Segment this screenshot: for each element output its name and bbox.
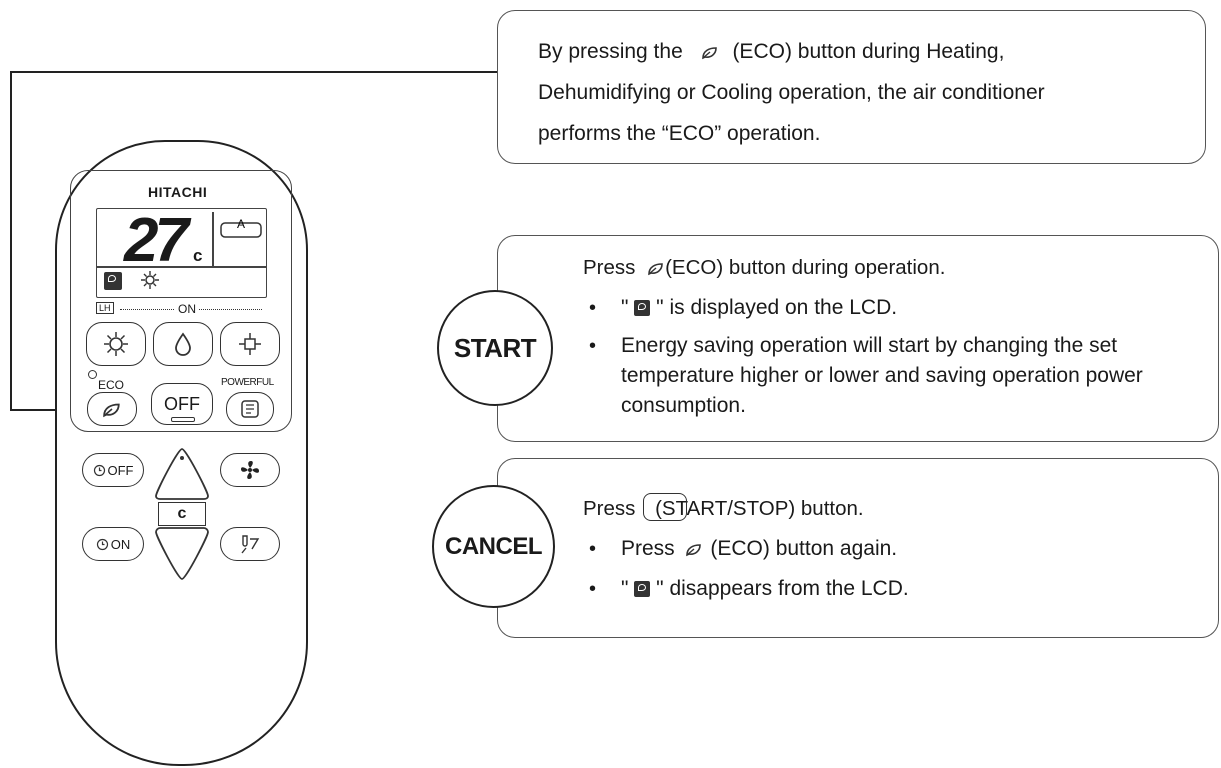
intro-line-3: performs the “ECO” operation.: [538, 122, 821, 145]
cool-mode-button[interactable]: [220, 322, 280, 366]
on-timer-label: ON: [110, 536, 131, 552]
start-title: Press (ECO) button during operation.: [583, 256, 945, 280]
intro-text-before: By pressing the: [538, 40, 683, 63]
powerful-icon: [241, 400, 259, 418]
lcd-sun-icon: [141, 271, 159, 289]
eco-leaf-icon: [648, 263, 663, 276]
eco-label: ECO: [98, 378, 125, 392]
sun-icon: [104, 332, 128, 356]
clock-icon: [96, 538, 108, 550]
clock-icon: [93, 464, 105, 476]
leader-line-top: [10, 71, 497, 73]
eco-leaf-icon: [103, 403, 120, 418]
lcd-divider-vertical: [212, 212, 214, 266]
list-item: " " is displayed on the LCD.: [583, 291, 1183, 325]
lcd-temperature: 27: [124, 206, 189, 275]
start-stop-button-icon: [643, 493, 688, 521]
lcd-divider-horizontal: [97, 266, 266, 268]
cancel-bullets: Press (ECO) button again. " " disappears…: [583, 529, 1183, 609]
brand-logo: HITACHI: [148, 184, 208, 200]
intro-text: By pressing the (ECO) button during Heat…: [538, 31, 1178, 154]
eco-lcd-icon: [634, 581, 651, 597]
lcd-unit: c: [193, 246, 203, 265]
fan-speed-button[interactable]: [220, 453, 280, 487]
intro-text-after: (ECO) button during Heating,: [732, 40, 1005, 63]
start-callout: Press (ECO) button during operation. " "…: [497, 235, 1219, 442]
cancel-title-rest: (START/STOP) button.: [655, 497, 864, 520]
snowflake-icon: [239, 333, 261, 355]
off-button-underline: [171, 417, 195, 422]
lh-label: LH: [96, 302, 114, 314]
off-timer-button[interactable]: OFF: [82, 453, 144, 487]
temp-down-button[interactable]: [150, 524, 214, 582]
cancel-title: Press (START/STOP) button.: [583, 493, 864, 521]
eco-lcd-icon: [634, 300, 651, 316]
start-tag: START: [437, 290, 553, 406]
leader-line-vertical: [10, 71, 12, 411]
start-title-rest: (ECO) button during operation.: [665, 256, 946, 279]
start-title-prefix: Press: [583, 256, 636, 279]
on-label: ON: [175, 302, 199, 316]
leader-line-bottom: [10, 409, 90, 411]
temp-up-button[interactable]: [150, 446, 214, 502]
eco-leaf-icon: [685, 544, 701, 557]
on-timer-button[interactable]: ON: [82, 527, 144, 561]
eco-leaf-icon: [701, 47, 717, 60]
start-bullets: " " is displayed on the LCD. Energy savi…: [583, 291, 1183, 421]
list-item: Energy saving operation will start by ch…: [583, 331, 1183, 421]
eco-button[interactable]: [87, 392, 137, 426]
off-timer-label: OFF: [107, 462, 134, 478]
lcd-eco-icon: [104, 272, 122, 290]
lcd-mode-icon: A: [220, 217, 262, 238]
remote-top-panel: [70, 170, 292, 432]
temp-label-box: c: [158, 502, 206, 526]
cancel-tag: CANCEL: [432, 485, 555, 608]
cancel-title-prefix: Press: [583, 497, 636, 520]
powerful-label: POWERFUL: [221, 377, 274, 388]
list-item: Press (ECO) button again.: [583, 529, 1183, 569]
powerful-button[interactable]: [226, 392, 274, 426]
temp-label: c: [177, 505, 187, 522]
dehumidify-mode-button[interactable]: [153, 322, 213, 366]
lcd-screen: [96, 208, 267, 298]
droplet-icon: [175, 332, 191, 356]
intro-line-2: Dehumidifying or Cooling operation, the …: [538, 81, 1045, 104]
cancel-callout: Press (START/STOP) button. Press (ECO) b…: [497, 458, 1219, 638]
eco-indicator-dot: [88, 370, 97, 379]
louver-icon: [241, 535, 260, 554]
fan-icon: [241, 461, 259, 479]
svg-text:A: A: [237, 217, 245, 231]
list-item: " " disappears from the LCD.: [583, 569, 1183, 609]
off-button[interactable]: OFF: [151, 383, 213, 425]
louver-swing-button[interactable]: [220, 527, 280, 561]
off-button-label: OFF: [164, 393, 200, 414]
intro-callout: By pressing the (ECO) button during Heat…: [497, 10, 1206, 164]
heat-mode-button[interactable]: [86, 322, 146, 366]
